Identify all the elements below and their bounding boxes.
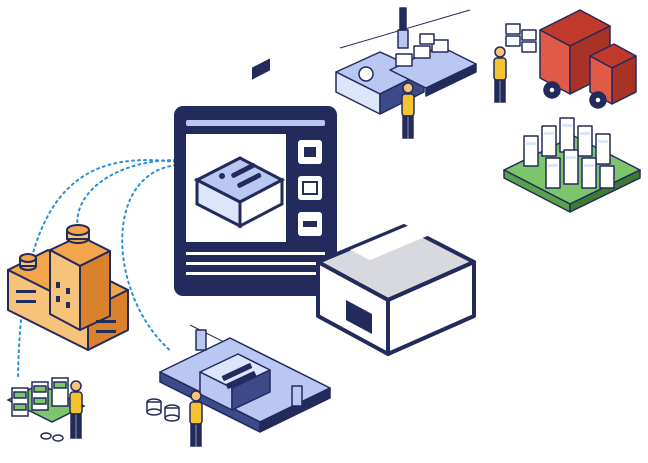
screen-thumb-panel	[298, 176, 322, 200]
worker-icon	[493, 46, 507, 103]
delivery-truck-icon	[505, 9, 637, 109]
connection-line-assembly	[121, 164, 177, 353]
screen-machine-icon	[193, 58, 286, 229]
connection-lines	[17, 159, 177, 381]
warehouse-shelves-icon	[6, 377, 86, 442]
packing-conveyor-icon	[335, 7, 477, 115]
box-icon	[316, 214, 476, 356]
worker-icon	[401, 82, 415, 139]
assembly-line-icon	[146, 324, 331, 433]
worker-icon	[189, 390, 203, 447]
factory-building-icon	[7, 224, 129, 351]
device-screen-icon	[174, 58, 337, 296]
worker-icon	[69, 380, 83, 439]
connection-line-warehouse	[17, 159, 177, 381]
city-blocks-icon	[503, 117, 641, 213]
